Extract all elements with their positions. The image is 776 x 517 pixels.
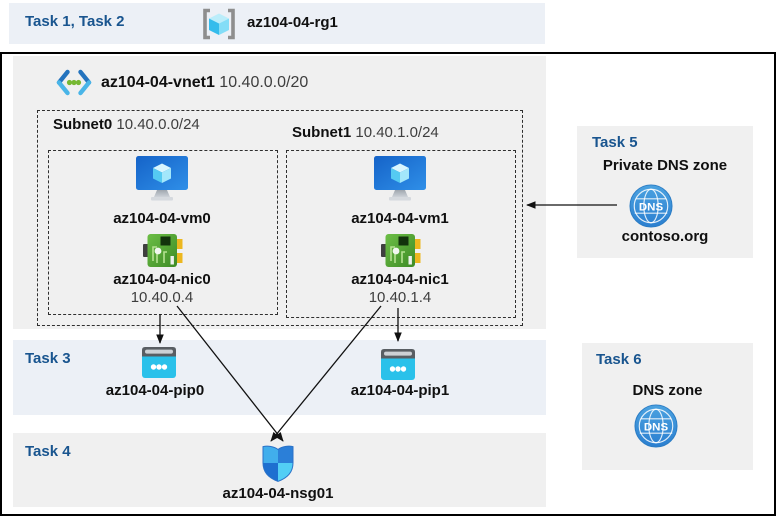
- nic1-label: az104-04-nic1: [351, 271, 449, 288]
- nic0-label: az104-04-nic0: [113, 271, 211, 288]
- vm0-label: az104-04-vm0: [113, 210, 211, 227]
- subnet0-cidr: 10.40.0.0/24: [116, 116, 200, 133]
- pip1-label: az104-04-pip1: [350, 382, 450, 399]
- nic0-ip: 10.40.0.4: [130, 289, 194, 306]
- resource-group-icon: [203, 8, 235, 40]
- subnet0-box: [48, 150, 278, 315]
- task3-label: Task 3: [25, 350, 71, 367]
- dns-zone-title: DNS zone: [632, 382, 703, 399]
- pip0-label: az104-04-pip0: [105, 382, 205, 399]
- task-1-2-label: Task 1, Task 2: [25, 13, 125, 30]
- dns-zone-icon: DNS: [634, 404, 678, 448]
- diagram-outer-frame: [0, 52, 776, 516]
- subnet1-box: [286, 150, 516, 318]
- resource-group-band: [9, 3, 545, 44]
- vm1-icon: [374, 156, 426, 201]
- vnet-icon: [56, 69, 92, 96]
- subnet1-cidr: 10.40.1.0/24: [355, 124, 439, 141]
- subnet1-name: Subnet1: [292, 124, 352, 141]
- nsg-shield-icon: [262, 445, 294, 482]
- task6-label: Task 6: [596, 351, 642, 368]
- task3-band: [13, 340, 546, 415]
- nsg-label: az104-04-nsg01: [222, 485, 334, 502]
- pip0-icon: [142, 347, 176, 378]
- task5-label: Task 5: [592, 134, 638, 151]
- task6-panel: [582, 343, 753, 470]
- dns-zone-icon-text: DNS: [644, 421, 669, 433]
- vnet-title: az104-04-vnet1 10.40.0.0/20: [101, 74, 308, 92]
- nic1-ip: 10.40.1.4: [368, 289, 432, 306]
- pip1-icon: [381, 349, 415, 380]
- private-dns-icon-text: DNS: [639, 201, 664, 213]
- vnet-panel: [13, 56, 546, 329]
- vnet-cidr: 10.40.0.0/20: [219, 74, 309, 91]
- vnet-name: az104-04-vnet1: [101, 74, 215, 91]
- subnet0-label: Subnet0 10.40.0.0/24: [53, 116, 200, 133]
- task4-label: Task 4: [25, 443, 71, 460]
- vm1-label: az104-04-vm1: [351, 210, 449, 227]
- private-dns-zone-title: Private DNS zone: [602, 157, 728, 174]
- private-dns-icon: DNS: [629, 184, 673, 228]
- subnet0-name: Subnet0: [53, 116, 113, 133]
- nic0-icon: [143, 234, 183, 267]
- subnet1-label: Subnet1 10.40.1.0/24: [292, 124, 439, 141]
- private-dns-zone-name: contoso.org: [621, 228, 709, 245]
- vm0-icon: [136, 156, 188, 201]
- resource-group-name: az104-04-rg1: [247, 14, 338, 31]
- nic1-icon: [381, 234, 421, 267]
